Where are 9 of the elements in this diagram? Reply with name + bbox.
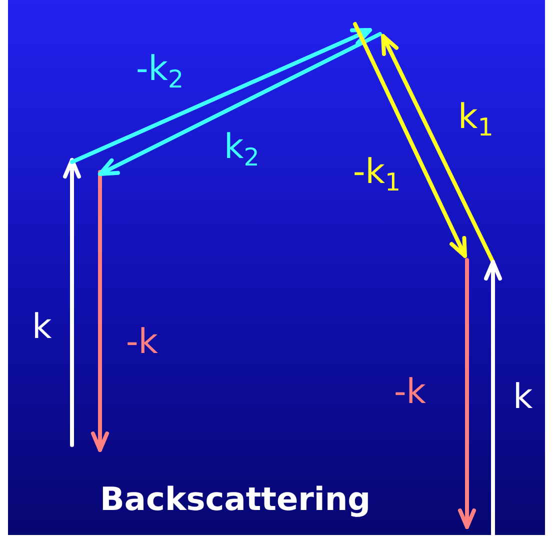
caption: Backscattering bbox=[100, 480, 371, 518]
vector-label: k bbox=[32, 310, 52, 344]
vector-label: -k$_{1}$ bbox=[353, 155, 401, 189]
vector-label: k$_{2}$ bbox=[224, 130, 260, 164]
vector-label: -k$_{2}$ bbox=[136, 52, 184, 86]
vector-label: k bbox=[513, 380, 533, 414]
vector-label: k$_{1}$ bbox=[458, 100, 494, 134]
vector-label: -k bbox=[126, 325, 158, 359]
vector-label: -k bbox=[394, 375, 426, 409]
